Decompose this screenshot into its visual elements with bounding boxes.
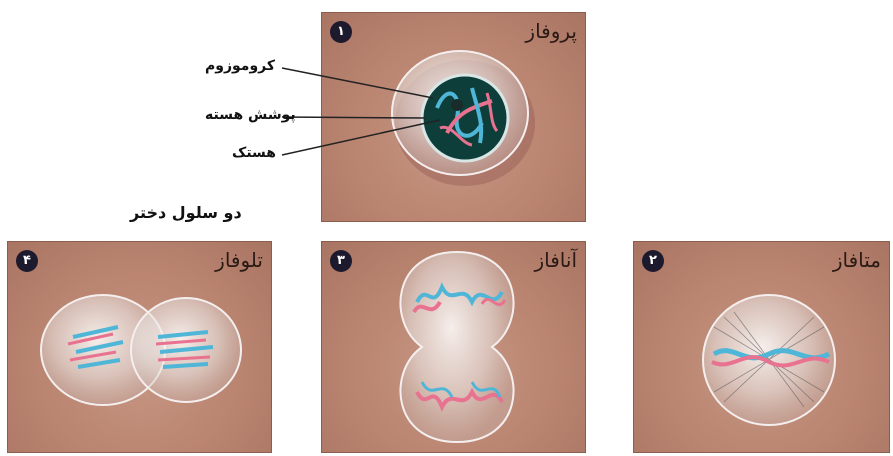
stage-label-anaphase: آنافاز	[534, 248, 577, 272]
callout-nuclear-envelope: پوشش هسته	[205, 107, 296, 123]
metaphase-cell-illustration	[634, 242, 889, 452]
stage-badge: ۳	[330, 250, 352, 272]
stage-badge: ۴	[16, 250, 38, 272]
daughter-cells-label: دو سلول دختر	[130, 203, 242, 222]
telophase-cell-illustration	[8, 242, 271, 452]
stage-badge: ۲	[642, 250, 664, 272]
anaphase-cell-illustration	[322, 242, 585, 452]
stage-label-telophase: تلوفاز	[215, 248, 263, 272]
anaphase-panel: ۳ آنافاز	[321, 241, 586, 453]
telophase-panel: ۴ تلوفاز	[7, 241, 272, 453]
callout-nucleolus: هستک	[232, 145, 276, 161]
stage-label-metaphase: متافاز	[833, 248, 881, 272]
metaphase-panel: ۲ متافاز	[633, 241, 890, 453]
callout-chromosome: کروموزوم	[205, 58, 275, 74]
